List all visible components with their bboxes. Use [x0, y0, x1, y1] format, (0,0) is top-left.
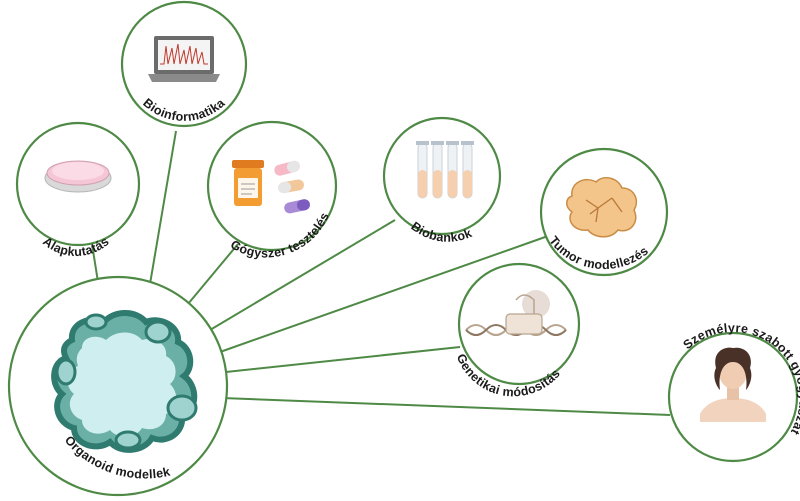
link-szemelyre: [221, 397, 671, 416]
link-gyogyszer: [187, 243, 239, 305]
node-alapkutatas: Alapkutatás: [15, 121, 141, 259]
petri-dish-icon: [44, 160, 112, 193]
pill-bottle-icon: [232, 160, 310, 214]
link-tumor: [219, 235, 549, 353]
link-biobankok: [209, 219, 396, 331]
laptop-chart-icon: [148, 36, 220, 82]
link-genetikai: [225, 346, 461, 373]
node-genetikai: Genetikai módosítás: [454, 262, 581, 400]
node-gyogyszer: Gógyszer tesztelés: [206, 120, 338, 261]
tumor-icon: [566, 177, 638, 238]
node-organoid-center: Organoid modellek: [7, 275, 229, 497]
person-icon: [700, 347, 766, 422]
node-szemelyre: Személyre szabott gyógyászat: [667, 321, 800, 463]
test-tubes-icon: [416, 141, 474, 199]
node-biobankok: Biobankok: [382, 116, 502, 245]
node-bioinformatika: Bioinformatika: [120, 0, 248, 128]
link-alapkutatas: [91, 243, 99, 283]
organoid-icon: [51, 310, 198, 453]
link-bioinformatika: [149, 130, 177, 285]
dna-crispr-icon: [465, 290, 567, 336]
node-tumor: Tumor modellezés: [539, 147, 669, 277]
connector-lines: [91, 130, 671, 416]
